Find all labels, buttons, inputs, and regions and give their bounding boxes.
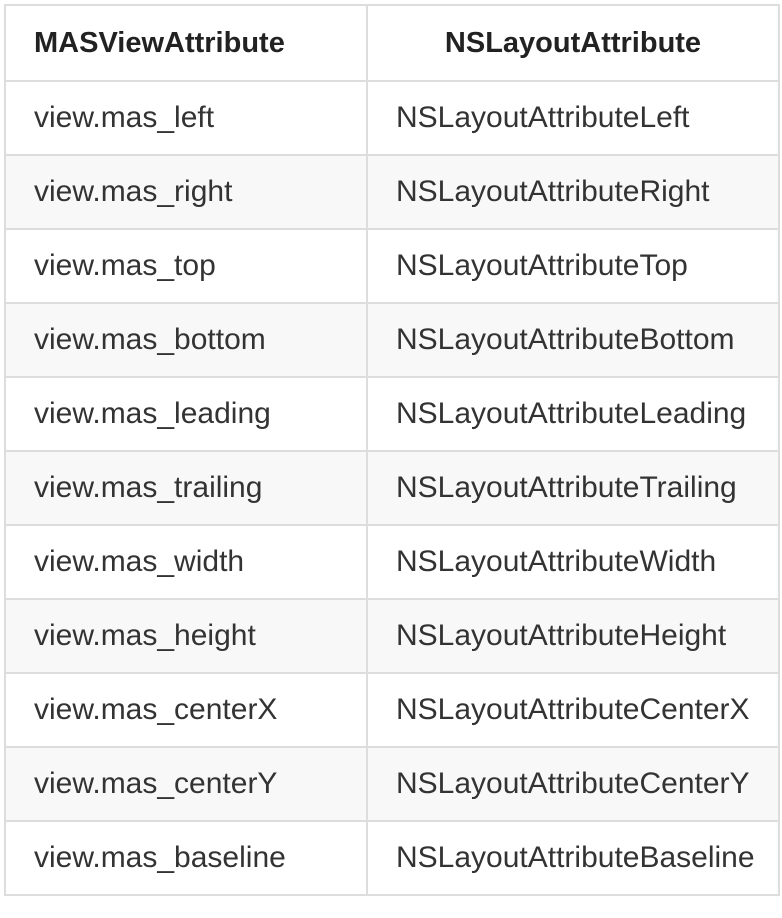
table-row: view.mas_trailing NSLayoutAttributeTrail…: [4, 450, 780, 526]
nslayoutattribute-cell: NSLayoutAttributeHeight: [366, 598, 780, 674]
nslayoutattribute-cell: NSLayoutAttributeBaseline: [366, 820, 780, 896]
masviewattribute-cell: view.mas_top: [4, 228, 368, 304]
table-row: view.mas_baseline NSLayoutAttributeBasel…: [4, 820, 780, 896]
table-body: view.mas_left NSLayoutAttributeLeft view…: [4, 80, 780, 896]
column-header-masviewattribute: MASViewAttribute: [4, 4, 368, 82]
nslayoutattribute-cell: NSLayoutAttributeWidth: [366, 524, 780, 600]
masviewattribute-cell: view.mas_left: [4, 80, 368, 156]
masviewattribute-cell: view.mas_trailing: [4, 450, 368, 526]
nslayoutattribute-cell: NSLayoutAttributeCenterX: [366, 672, 780, 748]
masviewattribute-cell: view.mas_baseline: [4, 820, 368, 896]
header-row: MASViewAttribute NSLayoutAttribute: [4, 4, 780, 82]
masviewattribute-cell: view.mas_leading: [4, 376, 368, 452]
table-row: view.mas_top NSLayoutAttributeTop: [4, 228, 780, 304]
masviewattribute-cell: view.mas_bottom: [4, 302, 368, 378]
table-row: view.mas_bottom NSLayoutAttributeBottom: [4, 302, 780, 378]
table-row: view.mas_width NSLayoutAttributeWidth: [4, 524, 780, 600]
nslayoutattribute-cell: NSLayoutAttributeRight: [366, 154, 780, 230]
nslayoutattribute-cell: NSLayoutAttributeTop: [366, 228, 780, 304]
nslayoutattribute-cell: NSLayoutAttributeLeft: [366, 80, 780, 156]
table-row: view.mas_left NSLayoutAttributeLeft: [4, 80, 780, 156]
table-header: MASViewAttribute NSLayoutAttribute: [4, 4, 780, 82]
table-row: view.mas_leading NSLayoutAttributeLeadin…: [4, 376, 780, 452]
masviewattribute-cell: view.mas_width: [4, 524, 368, 600]
table-row: view.mas_centerX NSLayoutAttributeCenter…: [4, 672, 780, 748]
masviewattribute-cell: view.mas_height: [4, 598, 368, 674]
nslayoutattribute-cell: NSLayoutAttributeTrailing: [366, 450, 780, 526]
nslayoutattribute-cell: NSLayoutAttributeLeading: [366, 376, 780, 452]
table-row: view.mas_right NSLayoutAttributeRight: [4, 154, 780, 230]
masviewattribute-cell: view.mas_right: [4, 154, 368, 230]
column-header-nslayoutattribute: NSLayoutAttribute: [366, 4, 780, 82]
masviewattribute-cell: view.mas_centerY: [4, 746, 368, 822]
table-row: view.mas_centerY NSLayoutAttributeCenter…: [4, 746, 780, 822]
table-row: view.mas_height NSLayoutAttributeHeight: [4, 598, 780, 674]
masviewattribute-cell: view.mas_centerX: [4, 672, 368, 748]
nslayoutattribute-cell: NSLayoutAttributeCenterY: [366, 746, 780, 822]
attribute-mapping-table: MASViewAttribute NSLayoutAttribute view.…: [4, 4, 780, 896]
nslayoutattribute-cell: NSLayoutAttributeBottom: [366, 302, 780, 378]
